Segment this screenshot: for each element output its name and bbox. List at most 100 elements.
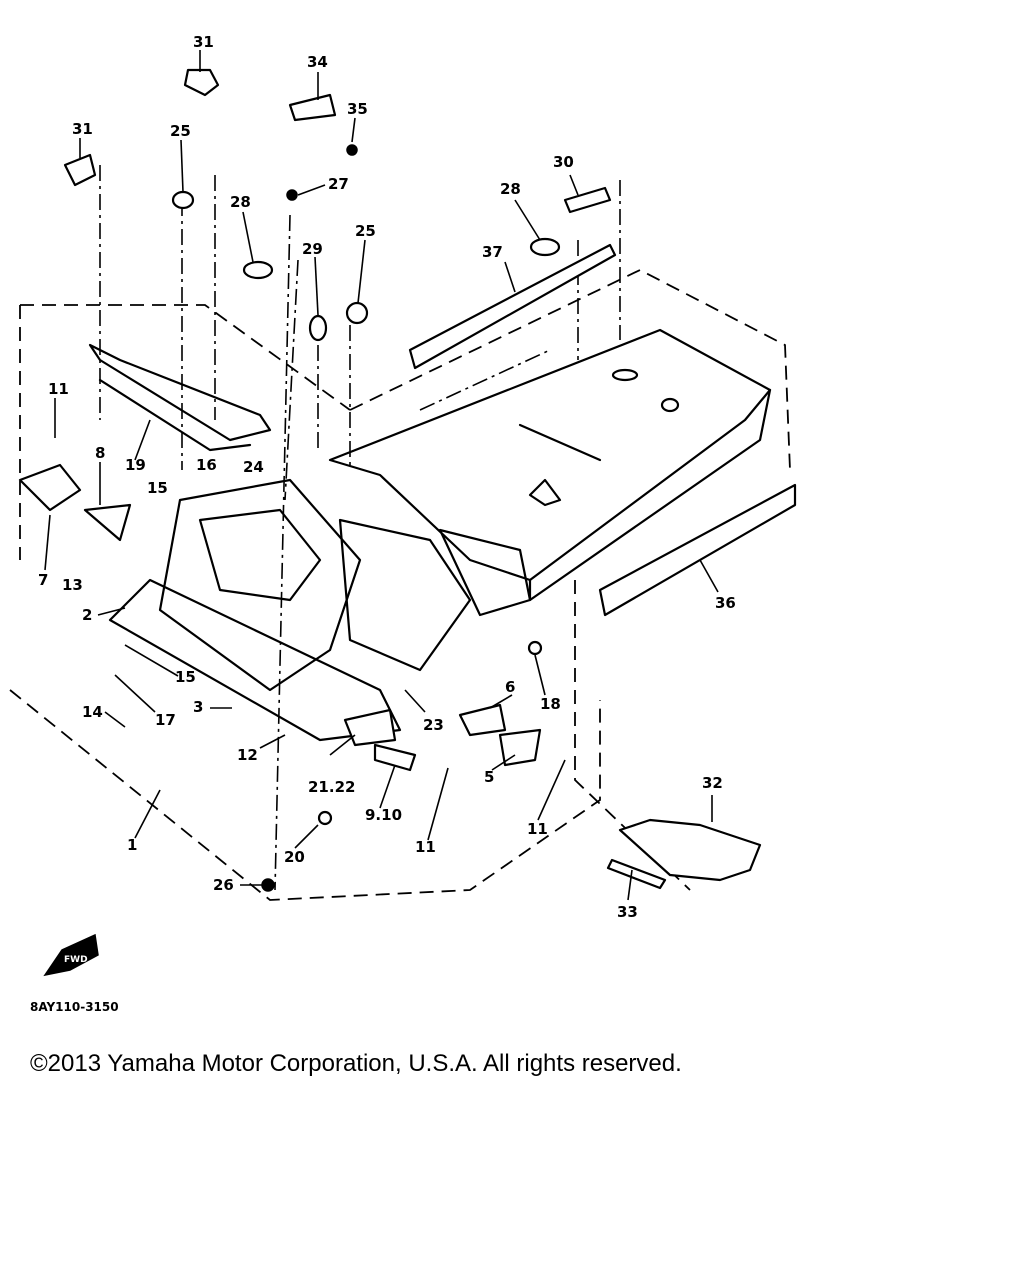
fwd-label: FWD (64, 955, 88, 965)
leader-30 (569, 174, 579, 196)
part-30-tab (563, 186, 612, 214)
part-35-bolt (346, 144, 358, 156)
callout-25: 25 (170, 122, 191, 140)
leader-1 (134, 789, 161, 839)
leader-11b (427, 767, 449, 841)
callout-6: 6 (505, 678, 516, 696)
part-32-plate (618, 818, 762, 882)
part-26-fitting (261, 878, 275, 892)
callout-28: 28 (230, 193, 251, 211)
rail-part-37 (408, 243, 617, 370)
rail-part-36 (598, 483, 797, 617)
part-5-cover (498, 728, 542, 767)
leader-35 (351, 117, 356, 143)
callout-25: 25 (355, 222, 376, 240)
callout-27: 27 (328, 175, 349, 193)
leader-17 (114, 674, 156, 713)
engine-mount-body (158, 478, 362, 692)
leader-27 (297, 184, 326, 196)
engine-mount-detail (198, 508, 322, 602)
leader-20 (294, 824, 319, 849)
leader-18 (534, 654, 546, 696)
callout-37: 37 (482, 243, 503, 261)
exploded-parts-diagram: FWD 31 31 34 35 25 27 28 29 25 30 28 37 … (9, 33, 797, 977)
part-29-grommet (308, 314, 328, 342)
alignment-line-27 (274, 214, 291, 891)
front-bumper-arm (98, 378, 252, 452)
leader-15b (124, 644, 179, 677)
callout-24: 24 (243, 458, 264, 476)
alignment-line-36 (419, 349, 551, 411)
callout-31: 31 (193, 33, 214, 51)
part-20-bolt (317, 810, 333, 826)
leader-33 (627, 869, 633, 901)
part-8-plate (83, 503, 132, 542)
frame-tunnel-top (328, 328, 772, 582)
leader-6 (489, 694, 513, 709)
part-28a-grommet (242, 260, 274, 280)
part-25b-clip (345, 301, 369, 325)
callout-15: 15 (175, 668, 196, 686)
leader-19 (134, 419, 151, 461)
callout-35: 35 (347, 100, 368, 118)
callout-12: 12 (237, 746, 258, 764)
leader-12 (259, 734, 286, 749)
callout-16: 16 (196, 456, 217, 474)
part-27-bolt (286, 189, 298, 201)
callout-31: 31 (72, 120, 93, 138)
callout-21-22: 21.22 (308, 778, 356, 796)
leader-11c (537, 759, 566, 821)
copyright-notice: ©2013 Yamaha Motor Corporation, U.S.A. A… (30, 1050, 682, 1077)
part-33-strip (606, 858, 667, 890)
callout-28: 28 (500, 180, 521, 198)
callout-29: 29 (302, 240, 323, 258)
callout-9-10: 9.10 (365, 806, 403, 824)
callout-11: 11 (48, 380, 69, 398)
callout-5: 5 (484, 768, 495, 786)
leader-37 (504, 261, 516, 293)
tunnel-mount (528, 478, 562, 507)
callout-30: 30 (553, 153, 574, 171)
callout-34: 34 (307, 53, 328, 71)
leader-910 (379, 764, 396, 809)
callout-33: 33 (617, 903, 638, 921)
callout-23: 23 (423, 716, 444, 734)
leader-5 (491, 754, 516, 771)
callout-20: 20 (284, 848, 305, 866)
leader-2 (97, 607, 126, 616)
front-bumper-19 (88, 343, 272, 442)
tunnel-hole-2 (660, 397, 680, 413)
leader-25b (357, 239, 366, 304)
front-bracket-right (438, 528, 532, 617)
diagram-drawing: FWD (9, 50, 797, 977)
part-9-10-spring (373, 743, 417, 772)
part-6-plate (458, 703, 507, 737)
callout-11: 11 (527, 820, 548, 838)
callout-14: 14 (82, 703, 103, 721)
callout-32: 32 (702, 774, 723, 792)
tunnel-hole-1 (611, 368, 639, 382)
part-34-bracket (288, 93, 337, 122)
leader-23 (404, 689, 426, 713)
fwd-arrow-icon: FWD (43, 933, 99, 977)
callout-19: 19 (125, 456, 146, 474)
leader-25a (180, 139, 184, 193)
callout-36: 36 (715, 594, 736, 612)
center-frame (338, 518, 472, 672)
part-25a-clip (171, 190, 195, 210)
front-cross-member (108, 578, 402, 742)
callout-3: 3 (193, 698, 204, 716)
callout-26: 26 (213, 876, 234, 894)
callout-17: 17 (155, 711, 176, 729)
part-7-cover (18, 463, 82, 512)
callout-2: 2 (82, 606, 93, 624)
callout-18: 18 (540, 695, 561, 713)
leader-28a (242, 211, 254, 263)
part-21-22-housing (343, 708, 397, 747)
frame-boundary-left (9, 304, 601, 901)
part-28b-grommet (529, 237, 561, 257)
part-18-pin (527, 640, 543, 656)
leader-36 (699, 559, 719, 593)
leader-29 (314, 256, 319, 316)
callout-15: 15 (147, 479, 168, 497)
